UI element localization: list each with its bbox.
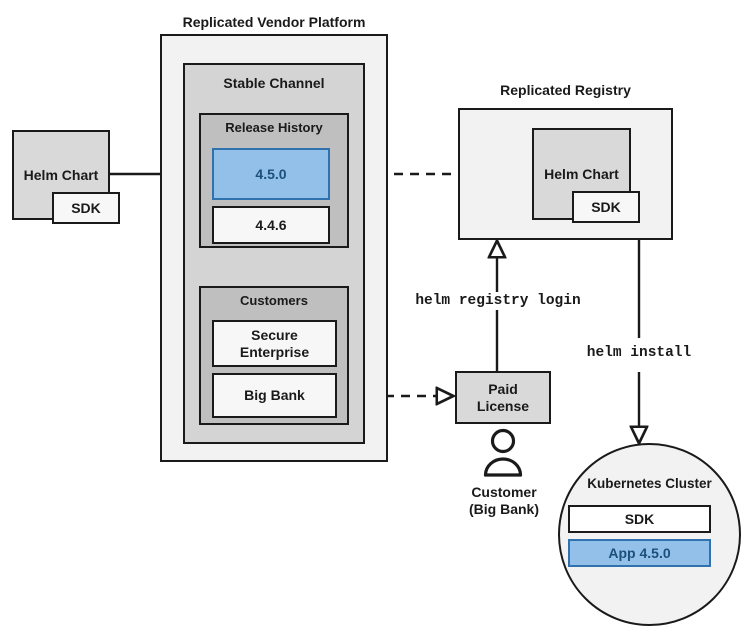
registry-sdk-box: SDK xyxy=(572,191,640,223)
cluster-item-app-label: App 4.5.0 xyxy=(608,544,671,561)
release-version-4-5-0-label: 4.5.0 xyxy=(255,165,287,182)
customer-secure-enterprise-label: Secure Enterprise xyxy=(239,327,310,360)
cluster-item-app: App 4.5.0 xyxy=(568,539,711,567)
command-helm-registry-login: helm registry login xyxy=(415,293,581,309)
source-sdk-box: SDK xyxy=(52,192,120,224)
release-history-title: Release History xyxy=(225,120,323,135)
paid-license-box: Paid License xyxy=(455,371,551,424)
command-helm-install: helm install xyxy=(586,345,692,361)
cluster-item-sdk-label: SDK xyxy=(624,510,655,527)
customer-secure-enterprise[interactable]: Secure Enterprise xyxy=(212,320,337,367)
stable-channel-title: Stable Channel xyxy=(223,75,325,91)
source-helm-chart-label: Helm Chart xyxy=(23,166,99,183)
customer-big-bank[interactable]: Big Bank xyxy=(212,373,337,418)
platform-title: Replicated Vendor Platform xyxy=(182,14,366,30)
release-version-4-4-6[interactable]: 4.4.6 xyxy=(212,206,330,244)
source-sdk-label: SDK xyxy=(71,199,101,216)
registry-helm-chart-label: Helm Chart xyxy=(544,165,619,182)
release-version-4-5-0[interactable]: 4.5.0 xyxy=(212,148,330,200)
customer-caption: Customer (Big Bank) xyxy=(469,484,539,517)
release-version-4-4-6-label: 4.4.6 xyxy=(255,216,287,233)
registry-sdk-label: SDK xyxy=(591,198,621,215)
customers-title: Customers xyxy=(240,293,308,308)
cluster-item-sdk: SDK xyxy=(568,505,711,533)
paid-license-label: Paid License xyxy=(476,381,530,414)
customer-big-bank-label: Big Bank xyxy=(244,387,305,404)
person-icon xyxy=(483,428,523,477)
registry-title: Replicated Registry xyxy=(500,82,631,98)
kubernetes-cluster-container xyxy=(558,443,741,626)
kubernetes-cluster-title: Kubernetes Cluster xyxy=(587,476,712,491)
